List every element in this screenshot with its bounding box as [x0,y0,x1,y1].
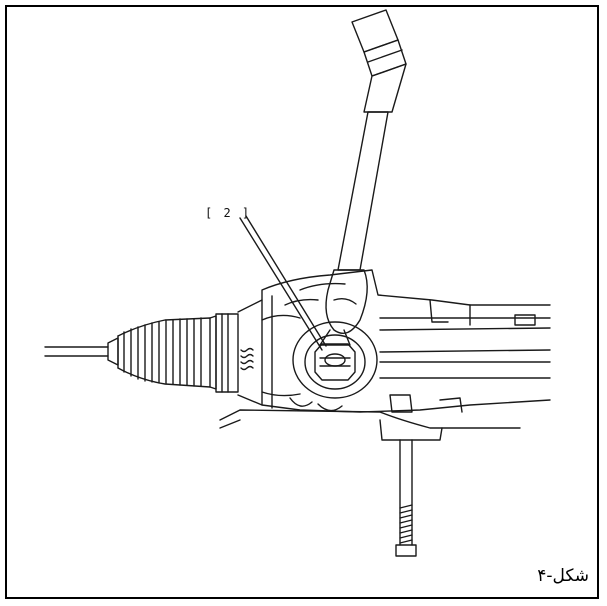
boot-clamp [215,313,254,393]
adjusting-nut [292,321,378,399]
socket-wrench-tool [319,9,407,346]
figure-frame [5,5,599,599]
callout-label: [ 2 ] [205,206,252,220]
tie-rod [44,337,119,366]
callout-leader [239,215,327,351]
bracket-bolt [219,409,521,557]
rubber-boot [117,315,217,390]
figure-caption: شکل-۴ [537,566,589,586]
